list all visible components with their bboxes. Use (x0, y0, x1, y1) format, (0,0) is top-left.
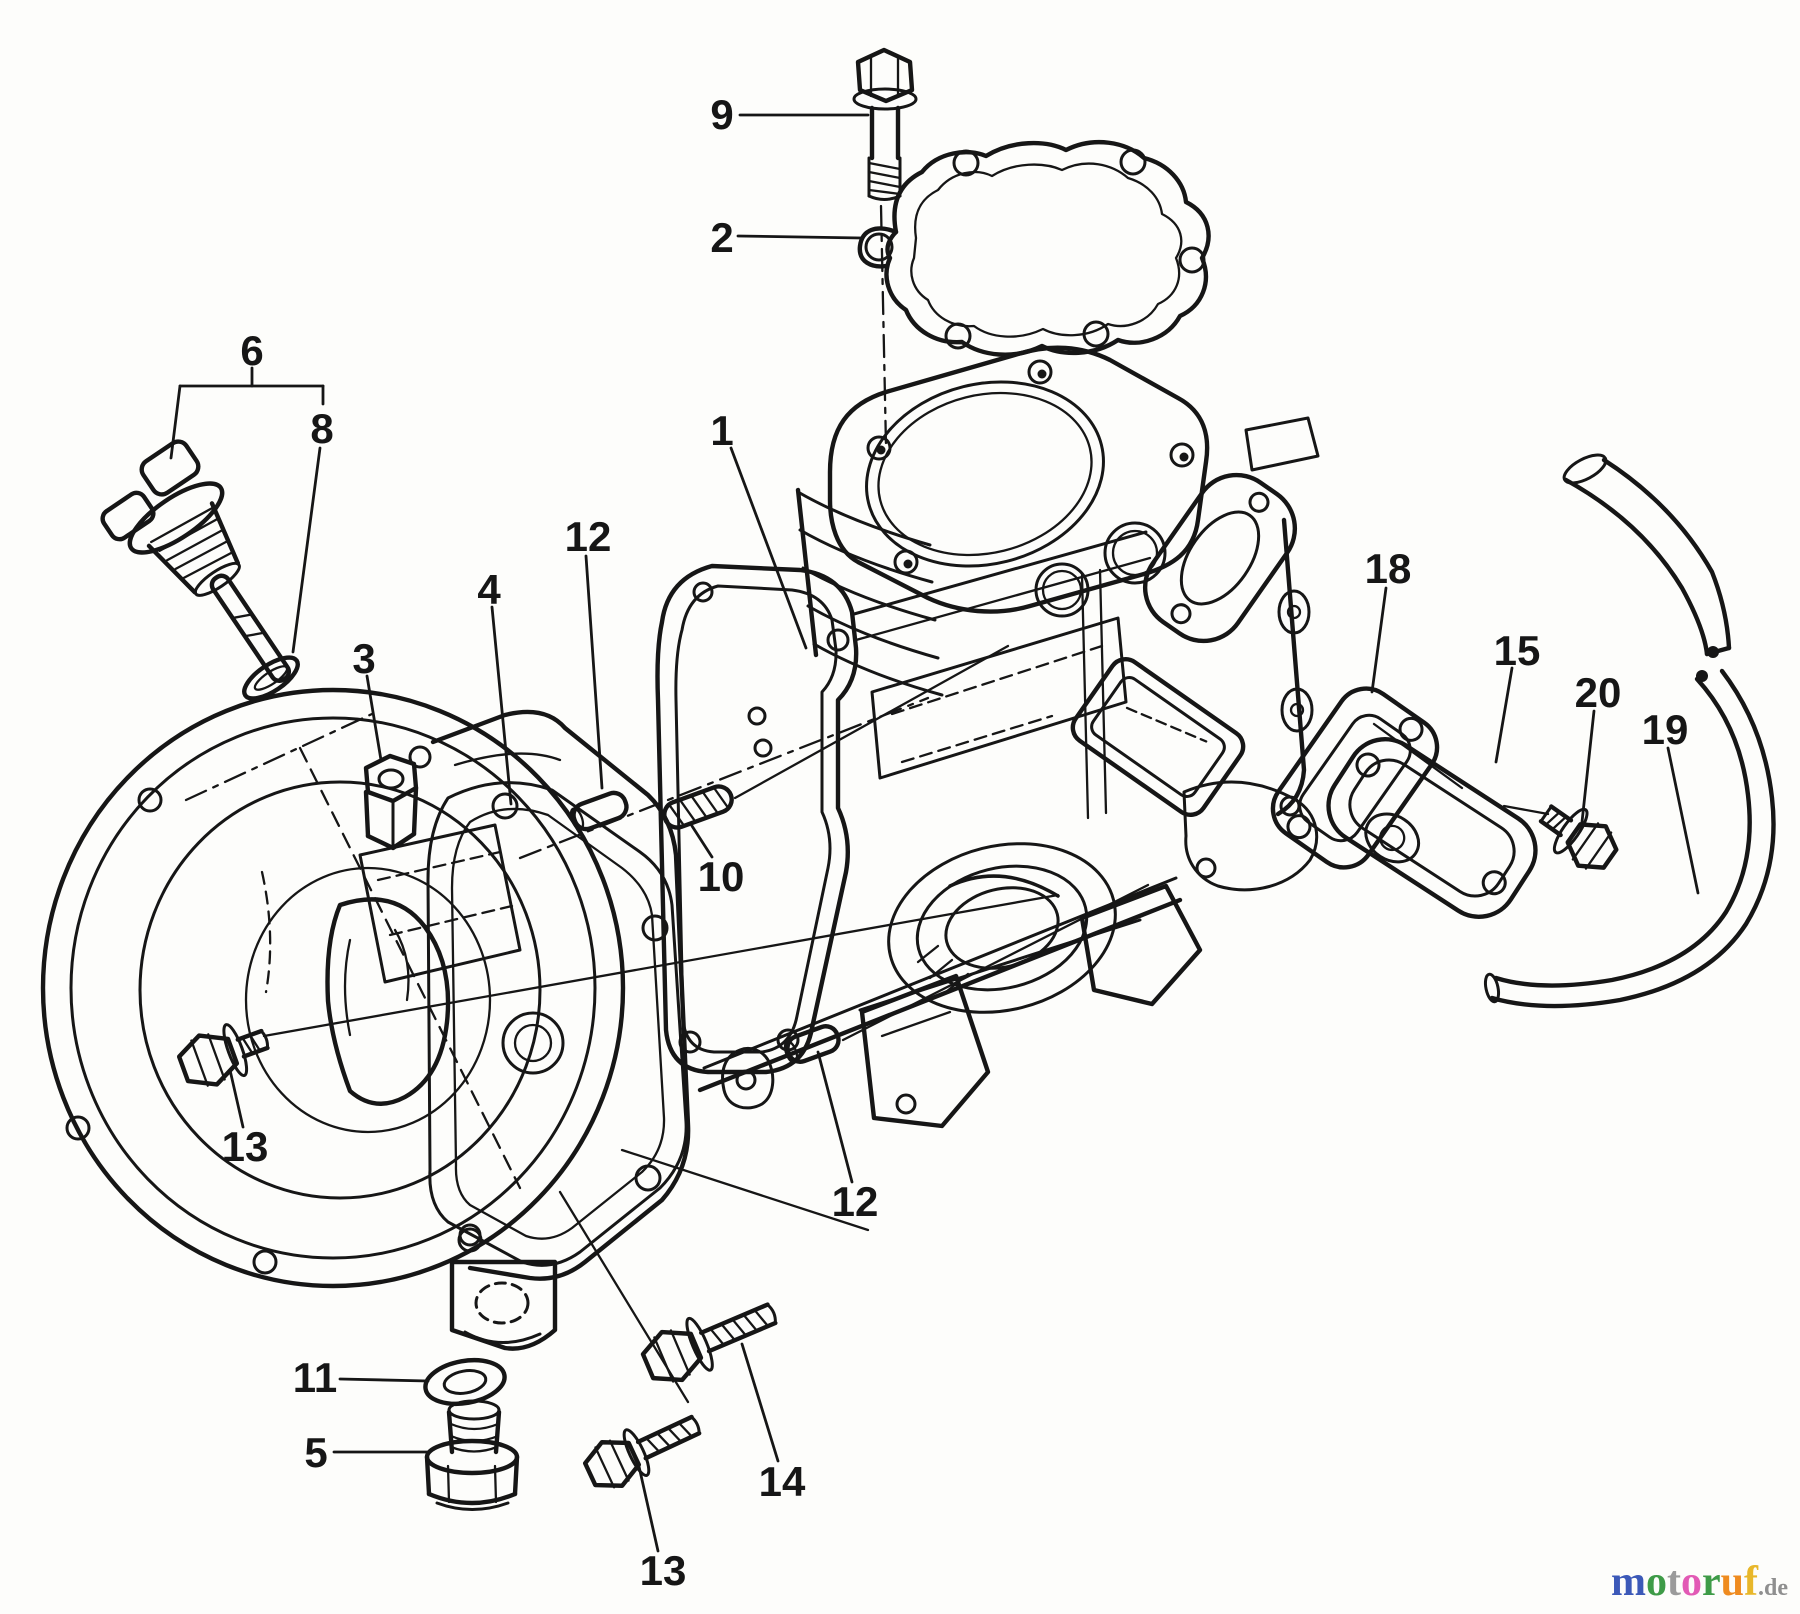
part-callout-3: 3 (352, 635, 383, 762)
part-callout-13: 13 (222, 1068, 269, 1170)
part-number-label: 19 (1642, 706, 1689, 753)
part-number-label: 10 (698, 853, 745, 900)
leader-line (1666, 746, 1700, 895)
part-callout-13: 13 (636, 1460, 687, 1594)
leader-line (228, 1068, 245, 1129)
part-number-label: 12 (832, 1178, 879, 1225)
part-callout-12: 12 (816, 1050, 879, 1225)
watermark-letter: t (1666, 1559, 1681, 1605)
part-callout-9: 9 (710, 91, 870, 138)
breather-tube (1483, 453, 1776, 1009)
leader-line (736, 234, 864, 240)
part-callout-5: 5 (304, 1429, 430, 1476)
part-number-label: 12 (565, 513, 612, 560)
watermark-logo: motoruf.de (1611, 1558, 1788, 1606)
watermark-letter: o (1680, 1559, 1702, 1605)
part-number-label: 2 (710, 214, 733, 261)
watermark-suffix: .de (1758, 1575, 1788, 1601)
leader-line (338, 1377, 430, 1383)
part-callout-11: 11 (293, 1354, 430, 1401)
cylinder-base-stud (662, 784, 734, 830)
cylinder-head-bolt (852, 47, 918, 201)
leader-line (169, 384, 182, 460)
leader-line (740, 1342, 780, 1463)
part-callout-20: 20 (1575, 669, 1622, 824)
part-callout-15: 15 (1494, 627, 1541, 764)
leader-line (584, 554, 604, 790)
part-number-label: 3 (352, 635, 375, 682)
dowel-pin-upper (569, 790, 629, 832)
watermark-letter: r (1701, 1559, 1721, 1605)
dowel-pin-lower (783, 1024, 841, 1064)
part-callout-14: 14 (740, 1342, 806, 1505)
part-number-label: 13 (640, 1547, 687, 1594)
leader-line (291, 446, 322, 654)
leader-line (1494, 666, 1514, 764)
leader-line (636, 1460, 660, 1553)
leader-line (490, 605, 513, 806)
part-callout-6: 6 (169, 327, 325, 460)
part-callout-18: 18 (1365, 545, 1412, 694)
leader-line (1580, 709, 1596, 824)
assembly-axis-lines (184, 204, 1550, 1404)
leader-line (816, 1050, 854, 1184)
leader-line (1370, 586, 1388, 694)
dipstick-tube-fitting (363, 753, 419, 851)
cylinder-head-gasket (857, 139, 1211, 357)
oil-drain-plug (424, 1399, 520, 1511)
part-callout-1: 1 (710, 407, 808, 650)
part-number-label: 8 (310, 405, 333, 452)
part-callouts: 9 2 68 3 4 12 1 10 12 13 11 5 13 14 18 15 20 19 (169, 91, 1700, 1594)
part-number-label: 20 (1575, 669, 1622, 716)
watermark-letter: f (1744, 1559, 1758, 1605)
part-callout-4: 4 (477, 566, 513, 806)
breather-cover-bolt (1538, 804, 1619, 870)
watermark-letter: u (1720, 1559, 1744, 1605)
leader-line (690, 824, 714, 859)
leader-line (365, 674, 383, 762)
part-number-label: 6 (240, 327, 263, 374)
crankcase-cover-gasket (426, 781, 688, 1267)
part-number-label: 18 (1365, 545, 1412, 592)
breather-cover (1326, 737, 1538, 919)
breather-gasket (1270, 686, 1440, 870)
flange-bolt-left (176, 1023, 270, 1087)
part-callout-19: 19 (1642, 706, 1700, 895)
part-callout-12: 12 (565, 513, 612, 790)
part-number-label: 15 (1494, 627, 1541, 674)
flange-bolt-long (640, 1302, 778, 1383)
leader-line (729, 446, 808, 650)
crankcase-cylinder-block (655, 345, 1320, 1129)
part-callout-8: 8 (291, 405, 334, 654)
part-number-label: 9 (710, 91, 733, 138)
oil-dipstick (100, 439, 292, 683)
watermark-letter: m (1610, 1559, 1646, 1605)
flywheel-housing-cover (40, 687, 691, 1351)
watermark-letter: o (1645, 1559, 1667, 1605)
part-callout-2: 2 (710, 214, 864, 261)
part-number-label: 13 (222, 1123, 269, 1170)
part-number-label: 14 (759, 1458, 806, 1505)
part-callout-10: 10 (690, 824, 745, 900)
part-number-label: 1 (710, 407, 733, 454)
part-number-label: 11 (293, 1354, 337, 1401)
dipstick-o-ring (242, 655, 300, 701)
part-number-label: 5 (304, 1429, 327, 1476)
part-number-label: 4 (477, 566, 501, 613)
